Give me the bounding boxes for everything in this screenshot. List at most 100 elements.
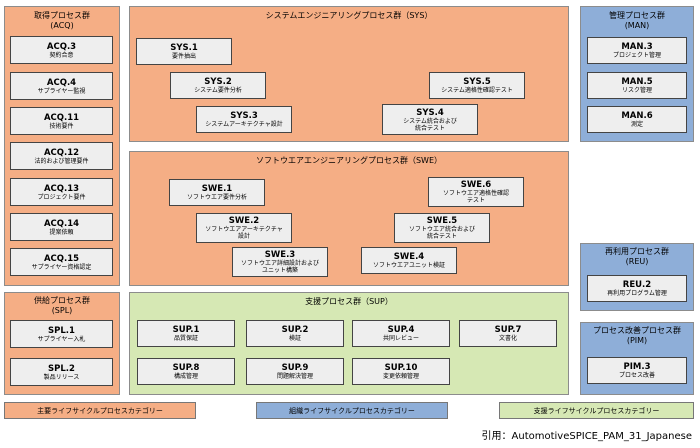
process-name: ソフトウエアアーキテクチャ 設計 [205,226,283,240]
process-name: ソフトウエア要件分析 [186,194,247,201]
process-name: 問題解決管理 [276,373,313,380]
pim-group-title: プロセス改善プロセス群 (PIM) [593,326,681,345]
process-name: 測定 [630,121,643,128]
process-code: SWE.3 [264,250,296,260]
process-name: 提案依頼 [49,228,74,236]
swe-group-title: ソフトウエアエンジニアリングプロセス群（SWE） [255,156,443,165]
process-code: SYS.3 [230,111,258,121]
process-name: 技術要件 [49,122,74,130]
process-code: SWE.4 [393,252,425,262]
process-code: SUP.9 [281,363,309,373]
reu-group-title: 再利用プロセス群 (REU) [605,247,669,266]
process-name: 再利用プログラム管理 [607,290,667,297]
legend-primary: 主要ライフサイクルプロセスカテゴリー [4,402,196,419]
spl-group-title: 供給プロセス群 (SPL) [34,296,90,315]
process-code: SWE.1 [201,184,233,194]
process-name: 変更依頼管理 [382,373,419,380]
process-code: SYS.5 [463,77,491,87]
process-code: ACQ.13 [43,183,80,194]
process-code: ACQ.15 [43,253,80,264]
process-code: SPL.2 [48,363,75,374]
process-name: 文書化 [498,335,517,342]
process-name: サプライヤー入札 [37,335,86,343]
process-code: SPL.1 [48,325,75,336]
citation: 引用：AutomotiveSPICE_PAM_31_Japanese [481,431,692,442]
process-code: ACQ.4 [46,77,77,88]
process-code: ACQ.14 [43,218,80,229]
legend-organizational: 組織ライフサイクルプロセスカテゴリー [256,402,448,419]
process-code: MAN.6 [621,111,653,121]
process-code: SWE.6 [460,180,492,190]
process-name: サプライヤー監視 [37,87,86,95]
process-code: SUP.10 [384,363,418,373]
process-code: ACQ.11 [43,112,80,123]
process-name: プロジェクト管理 [612,52,661,59]
process-name: 法的および管理要件 [34,157,89,165]
sup-group-title: 支援プロセス群（SUP） [305,297,393,306]
process-name: リスク管理 [621,87,652,94]
process-code: MAN.5 [621,77,653,87]
process-code: SUP.2 [281,325,309,335]
process-name: プロジェクト要件 [37,193,86,201]
sys-group-title: システムエンジニアリングプロセス群（SYS） [265,11,433,20]
process-name: サプライヤー資格認定 [31,263,92,271]
process-code: ACQ.12 [43,147,80,158]
process-code: SWE.5 [426,216,458,226]
process-name: システムアーキテクチャ設計 [205,121,283,128]
process-name: 構成管理 [173,373,198,380]
process-code: SUP.8 [172,363,200,373]
process-name: システム統合および 統合テスト [403,117,457,132]
process-code: SYS.2 [204,77,232,87]
legend-supporting: 支援ライフサイクルプロセスカテゴリー [499,402,694,419]
process-name: ソフトウエア統合および 統合テスト [408,226,475,240]
process-name: プロセス改善 [618,372,655,379]
process-code: ACQ.3 [46,41,77,52]
man-group-title: 管理プロセス群 (MAN) [609,11,665,30]
process-code: REU.2 [622,280,652,290]
process-code: SUP.4 [387,325,415,335]
process-name: ソフトウエアユニット検証 [372,262,445,269]
process-code: SYS.4 [416,107,444,118]
process-name: 製品リリース [43,373,80,381]
process-code: MAN.3 [621,42,653,52]
process-name: 要件抽出 [171,53,196,60]
process-code: SUP.7 [494,325,522,335]
process-code: SWE.2 [228,216,260,226]
process-code: SYS.1 [170,43,198,53]
process-name: システム適格性確認テスト [441,87,513,94]
process-code: SUP.1 [172,325,200,335]
process-name: 品質保証 [173,335,198,342]
